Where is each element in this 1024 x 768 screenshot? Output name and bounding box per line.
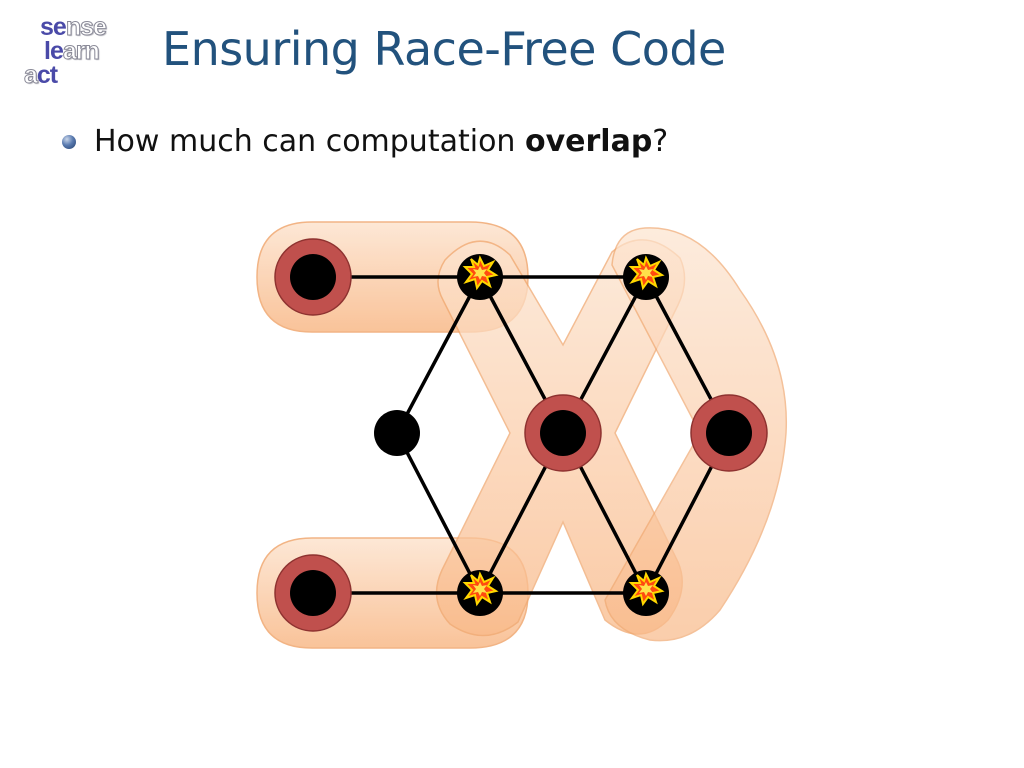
edge-n2-n4 xyxy=(395,275,482,435)
bullet-item: How much can computation overlap? xyxy=(62,124,668,159)
node-n1 xyxy=(290,254,336,300)
graph-nodes xyxy=(290,254,752,616)
node-rings xyxy=(274,238,768,632)
node-n5 xyxy=(540,410,586,456)
logo-row-learn: learn xyxy=(44,37,100,65)
node-n7 xyxy=(290,570,336,616)
logo-row-sense: sense xyxy=(40,13,107,41)
bullet-icon xyxy=(62,134,76,149)
logo: sense learn act xyxy=(22,14,132,90)
group-right-arc xyxy=(604,227,788,642)
logo-row-act: act xyxy=(24,61,59,89)
bullet-text: How much can computation overlap? xyxy=(94,124,669,159)
edge-n4-n8 xyxy=(395,431,482,595)
node-n6 xyxy=(706,410,752,456)
bullet-bold-word: overlap xyxy=(524,124,653,159)
node-n4 xyxy=(374,410,420,456)
slide-title: Ensuring Race-Free Code xyxy=(162,22,726,76)
